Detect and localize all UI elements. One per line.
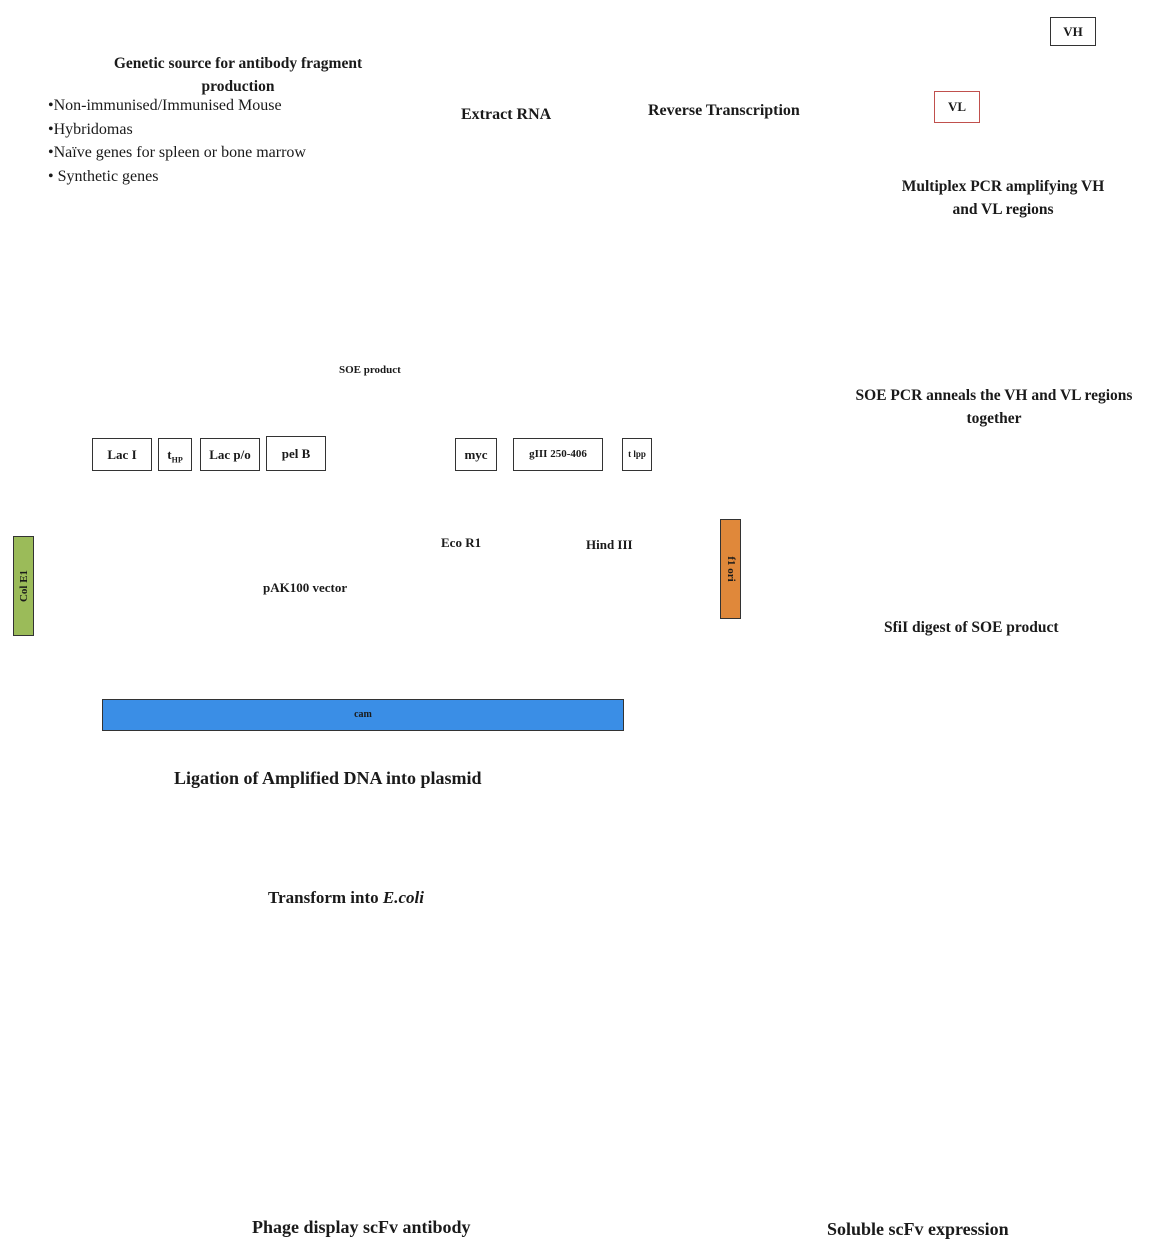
source-item: •Non-immunised/Immunised Mouse [48,97,282,114]
lac-po-box: Lac p/o [200,438,260,471]
cam-segment: cam [102,699,624,731]
rna-strand [442,159,575,176]
eco-r1-label: Eco R1 [441,535,482,550]
giii-label: gIII 250-406 [529,448,587,460]
scfv-molecule [966,1021,1018,1073]
vl-strand [889,128,1031,157]
myc-box: myc [455,438,497,471]
vector-insert [324,439,456,470]
step-soe-pcr: SOE PCR anneals the VH and VL regions to… [855,387,1133,427]
pel-b-box: pel B [266,436,326,471]
vl-label-box: VL [934,91,980,123]
soluble-scfv-group [827,1021,1038,1186]
f1-ori-label: f1 ori [724,556,737,582]
myc-label: myc [464,447,488,462]
lac-po-label: Lac p/o [209,447,251,462]
step-ligation: Ligation of Amplified DNA into plasmid [174,768,482,788]
col-e1-label: Col E1 [17,569,30,603]
source-item: • Synthetic genes [48,167,159,185]
plasmid-backbone [21,453,731,715]
lac-i-box: Lac I [92,438,152,471]
phage-particle [231,1033,520,1168]
scfv-molecule [827,1031,869,1062]
t-hp-sub: HP [171,455,183,465]
step-phage-display: Phage display scFv antibody [252,1217,471,1237]
giii-box: gIII 250-406 [513,438,603,471]
source-heading: Genetic source for antibody fragment pro… [113,55,363,95]
t-hp-label: t [167,447,172,462]
vl-label: VL [947,99,967,114]
scfv-molecule [834,1106,886,1158]
step-sfil-digest: SfiI digest of SOE product [884,619,1059,636]
lac-i-label: Lac I [107,447,137,462]
vh-label: VH [1063,24,1083,39]
hind-iii-label: Hind III [586,537,633,552]
soe-vh-fragment [1002,329,1144,358]
step-soluble-expression: Soluble scFv expression [827,1219,1009,1239]
source-list: •Non-immunised/Immunised Mouse •Hybridom… [48,94,306,188]
transform-organism: E.coli [382,888,424,907]
step-reverse-transcription: Reverse Transcription [648,102,800,119]
soe-vl-fragment [853,329,996,358]
col-e1-segment: Col E1 [13,536,34,636]
f1-ori-segment: f1 ori [720,519,741,619]
scfv-molecule [884,1134,936,1186]
step-multiplex-pcr: Multiplex PCR amplifying VH and VL regio… [901,178,1105,218]
vh-strand [1003,61,1143,80]
vh-label-box: VH [1050,17,1096,46]
scfv-molecule [888,1039,926,1070]
t-lpp-label: t lpp [628,449,646,459]
cdna-strand [667,137,806,188]
step-extract-rna: Extract RNA [461,106,552,123]
step-transform: Transform into E.coli [268,888,424,908]
cam-label: cam [354,709,372,720]
vector-name: pAK100 vector [263,580,348,595]
transform-prefix: Transform into [268,888,383,907]
source-item: •Naïve genes for spleen or bone marrow [48,144,306,161]
t-hp-box: tHP [158,438,192,471]
t-lpp-box: t lpp [622,438,652,471]
pel-b-label: pel B [281,446,311,461]
source-item: •Hybridomas [48,120,133,138]
scfv-molecule [986,1086,1038,1138]
soe-product-label: SOE product [339,364,401,376]
sfil-digest-fragment [908,569,1109,599]
scfv-molecule [956,1137,994,1178]
